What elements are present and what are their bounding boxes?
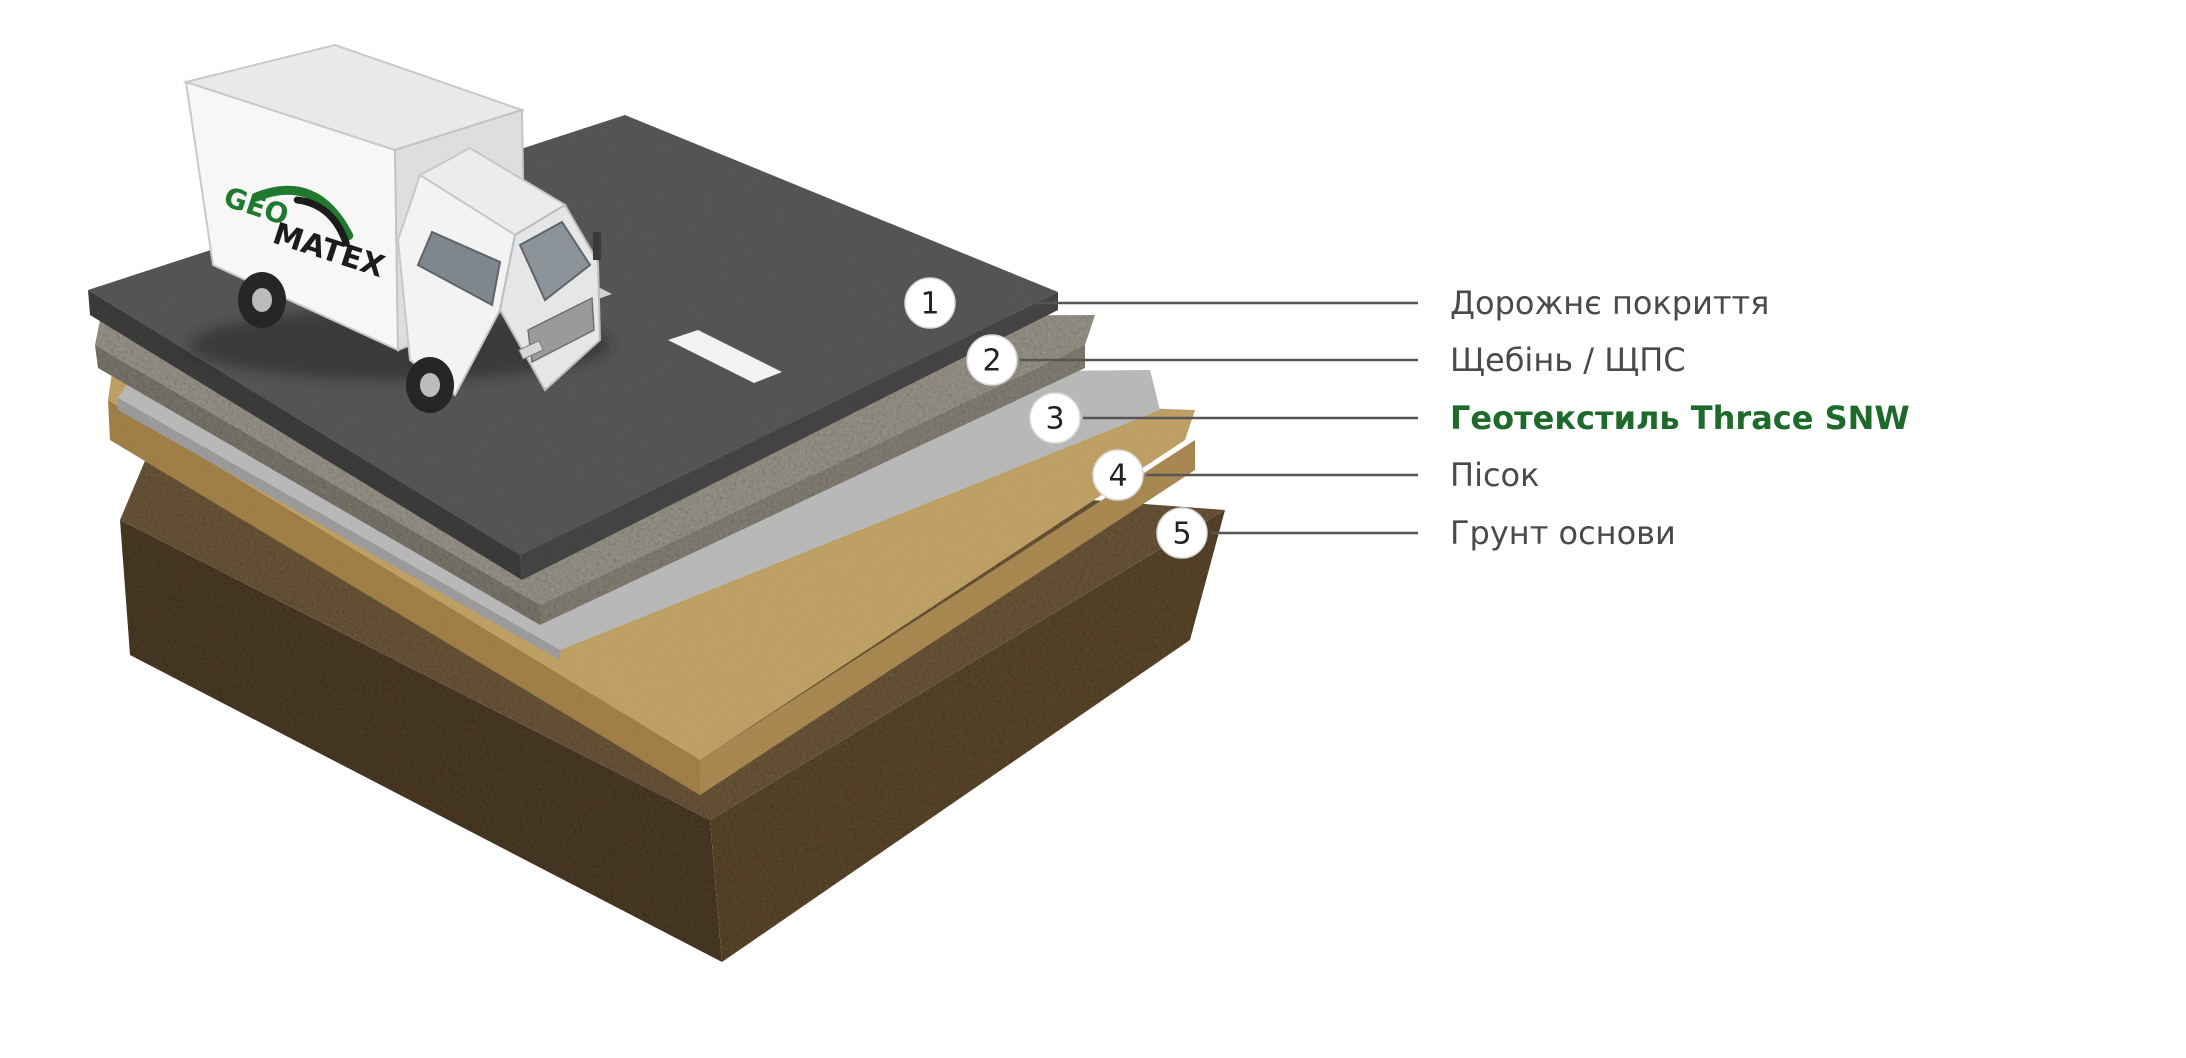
truck-headlight (518, 340, 544, 360)
soil-right-face (710, 510, 1225, 962)
sand-left-face (108, 400, 700, 795)
layer-label-5: Грунт основи (1450, 514, 1676, 552)
sand-right-face (700, 440, 1195, 795)
asphalt-right-face (520, 292, 1058, 580)
layer-number-4: 4 (1108, 459, 1127, 494)
truck-mirror (593, 232, 601, 260)
truck-wheel-rear-hub (252, 288, 272, 312)
layer-number-badge-5 (1156, 507, 1208, 559)
soil-left-face (120, 520, 722, 962)
gravel-right-face (540, 345, 1085, 625)
asphalt-left-face (88, 290, 522, 580)
layer-label-3: Геотекстиль Thrace SNW (1450, 399, 1910, 437)
layer-number-3: 3 (1045, 402, 1064, 437)
layer-number-badge-3 (1029, 392, 1081, 444)
layer-label-1: Дорожнє покриття (1450, 284, 1769, 322)
truck-side-window (416, 230, 502, 307)
road-marking (668, 330, 782, 383)
layer-number-badge-4 (1092, 449, 1144, 501)
layer-number-badge-1 (904, 277, 956, 329)
logo-arc (251, 185, 354, 241)
truck-wheel-front-hub (420, 373, 440, 397)
layer-number-2: 2 (982, 344, 1001, 379)
gravel-left-face (95, 345, 540, 625)
layer-label-2: Щебінь / ЩПС (1450, 341, 1686, 379)
layer-number-5: 5 (1172, 517, 1191, 552)
truck: GEO MATEX (182, 43, 610, 413)
logo-arc-inner (293, 196, 350, 247)
layer-number-badge-2 (966, 334, 1018, 386)
layer-label-4: Пісок (1450, 456, 1539, 494)
layer-number-1: 1 (920, 287, 939, 322)
geotextile-edge (118, 398, 560, 660)
truck-windshield (518, 220, 592, 302)
callouts: 1 Дорожнє покриття 2 Щебінь / ЩПС 3 Геотексти… (904, 277, 1910, 559)
